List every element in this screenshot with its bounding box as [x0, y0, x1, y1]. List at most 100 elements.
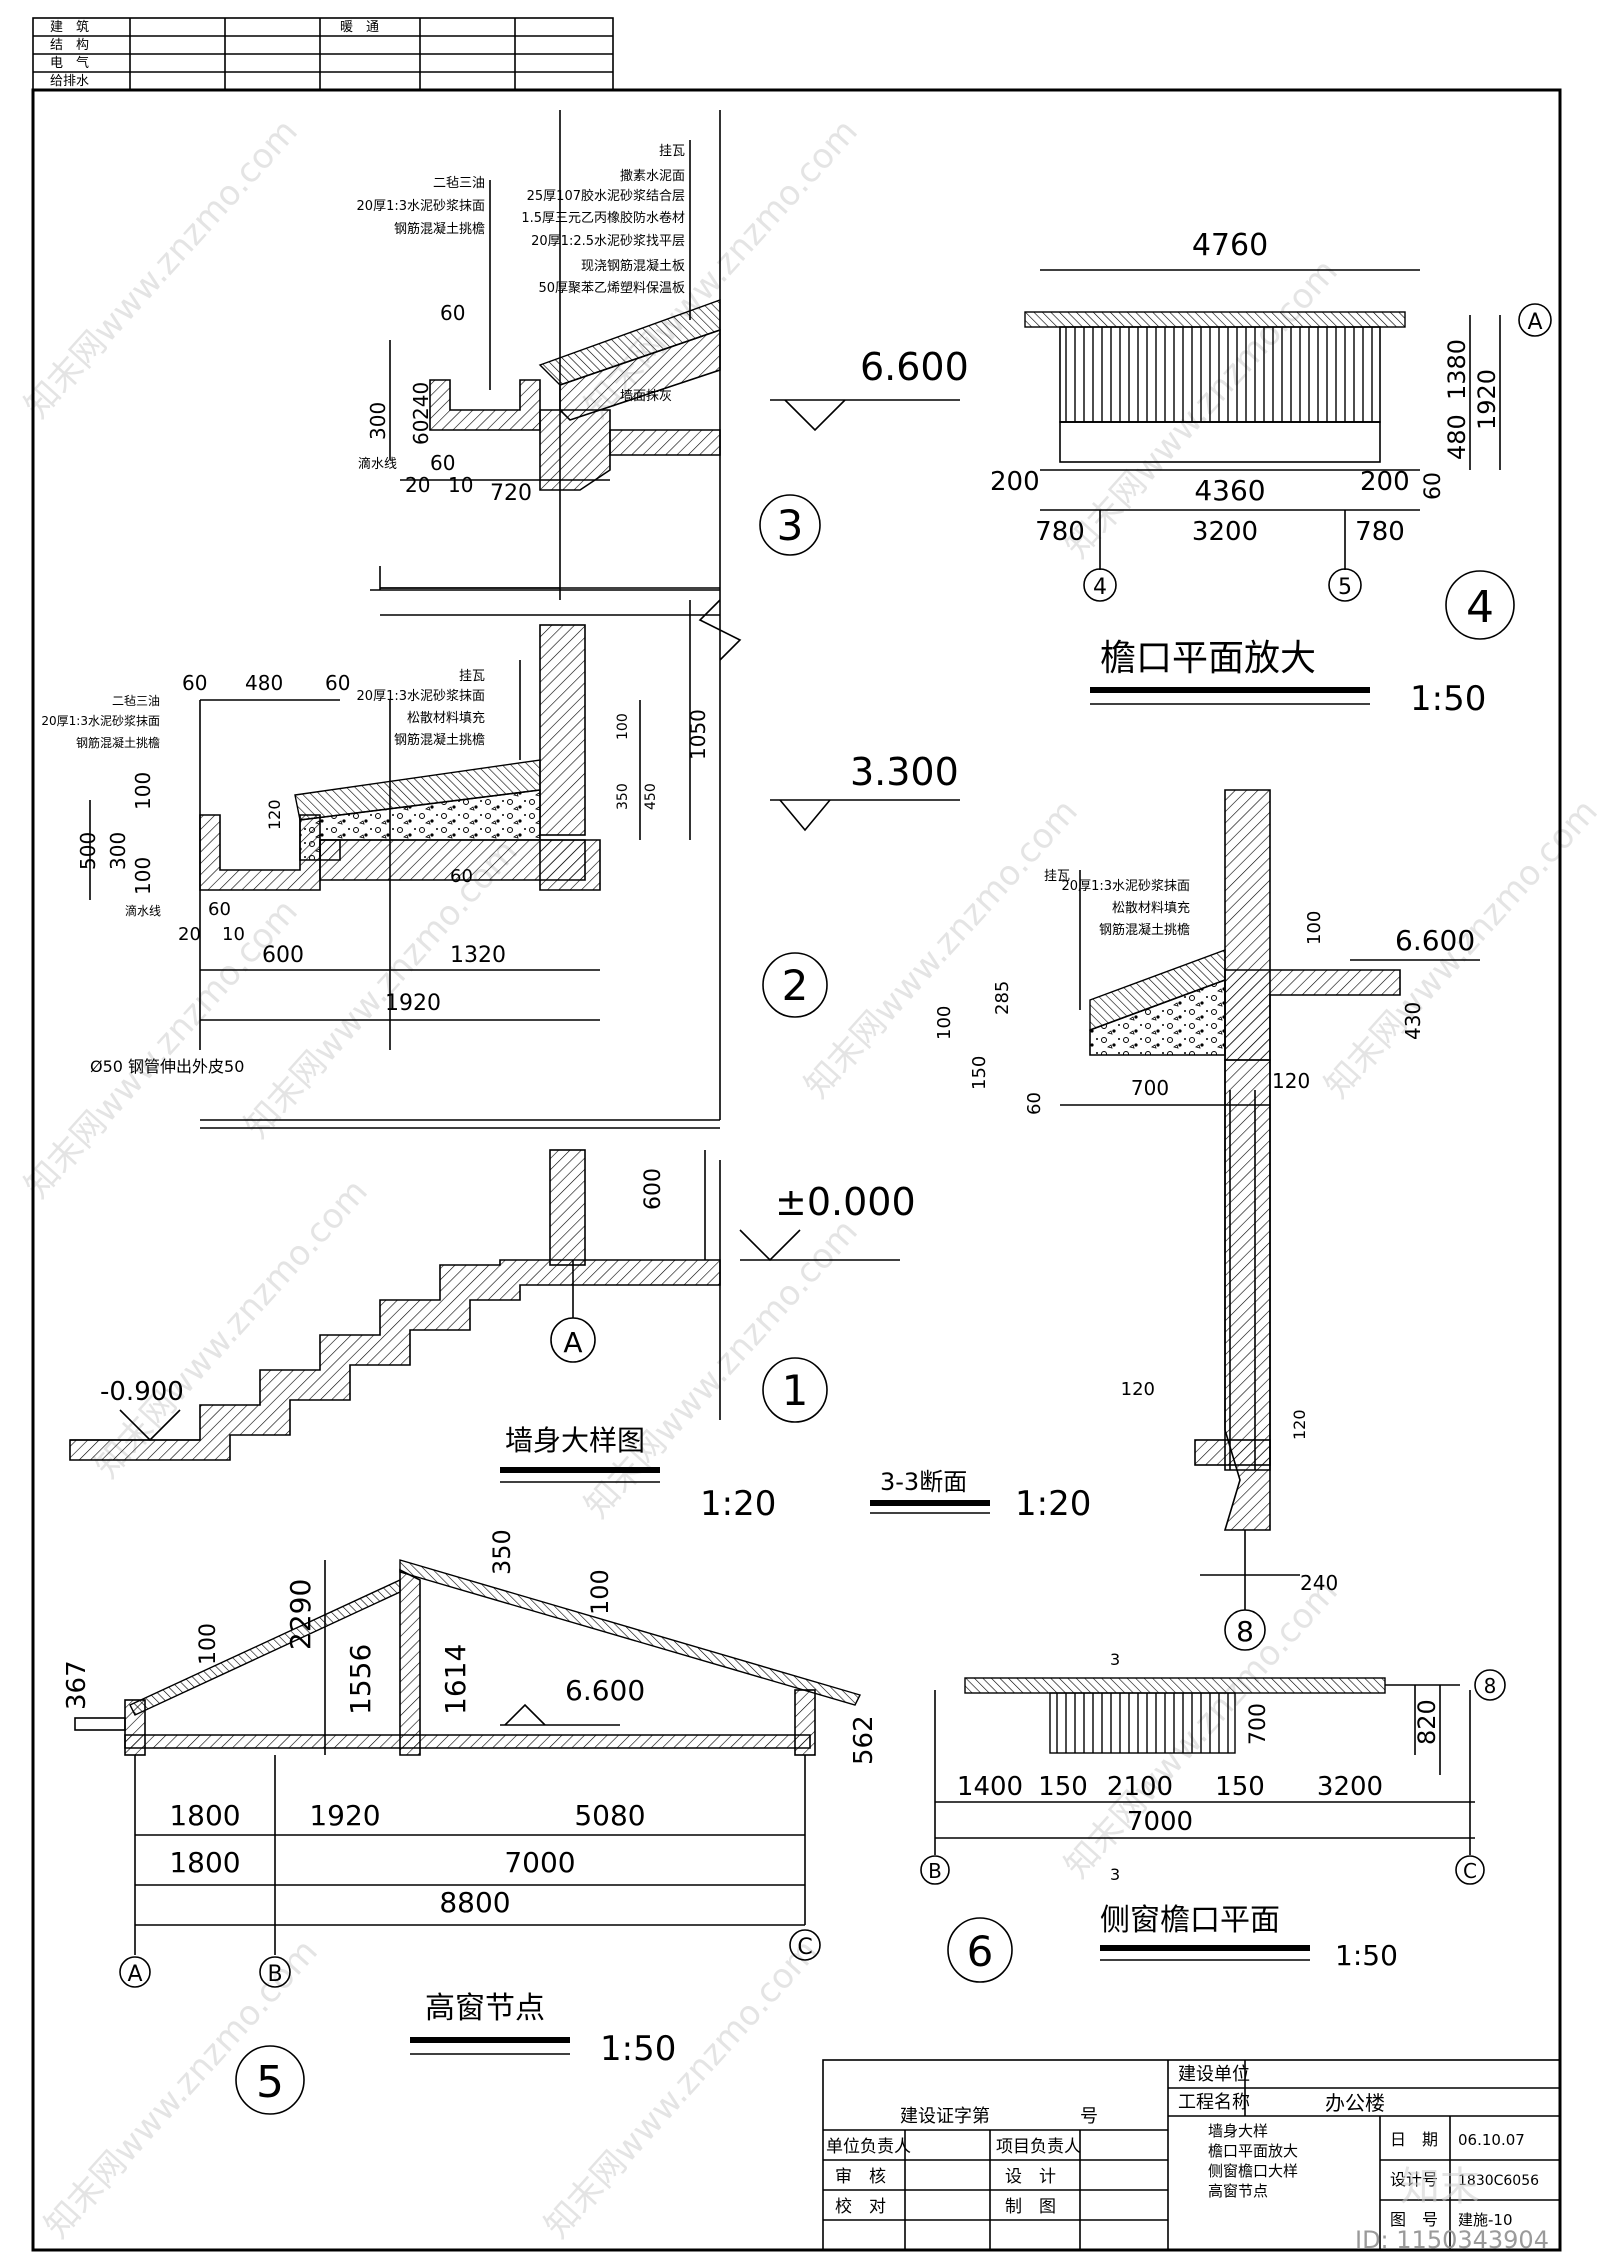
axis-bubble: [1328, 568, 1362, 602]
detail-2: 挂瓦 20厚1:3水泥砂浆抹面 松散材料填充 钢筋混凝土挑檐 二毡三油 20厚1…: [41, 600, 960, 1120]
dim-text: 20: [178, 924, 201, 945]
dim-text: 820: [1413, 1699, 1441, 1745]
axis-bubble: [259, 1956, 291, 1988]
dim-text: 1920: [385, 991, 441, 1016]
detail-number: 5: [256, 2057, 284, 2108]
layer-label: 20厚1:3水泥砂浆抹面: [357, 199, 485, 214]
watermark-layer: 知末网www.znzmo.com 知末网www.znzmo.com 知末网www…: [17, 112, 1600, 2246]
axis-bubble: [1083, 568, 1117, 602]
discipline-label: 给排水: [50, 74, 89, 89]
break-line: [200, 1119, 720, 1129]
dim-text: 100: [131, 772, 155, 810]
dim-text: 120: [1290, 1409, 1309, 1440]
axis-label: B: [928, 1859, 942, 1883]
dim-text: 1380: [1443, 339, 1471, 400]
discipline-label: 建 筑: [50, 19, 89, 35]
dim-text: 350: [488, 1529, 516, 1575]
dim-text: 780: [1355, 517, 1405, 547]
detail-number: 2: [782, 961, 809, 1010]
dim-text: 20: [405, 473, 430, 497]
dim-text: 100: [131, 857, 155, 895]
dim-text: 100: [1304, 911, 1325, 945]
dim-text: 120: [265, 799, 284, 830]
discipline-table: 建 筑 结 构 电 气 给排水 暖 通: [32, 17, 614, 91]
dim-text: 120: [1121, 1379, 1155, 1400]
layer-label: 50厚聚苯乙烯塑料保温板: [538, 281, 685, 296]
dim-text: 240: [1300, 1571, 1338, 1595]
axis-label: A: [127, 1962, 142, 1987]
title-label: 工程名称: [1178, 2092, 1250, 2113]
detail-3: 挂瓦 撒素水泥面 25厚107胶水泥砂浆结合层 1.5厚三元乙丙橡胶防水卷材 2…: [357, 110, 969, 600]
elevation-label: 6.600: [860, 345, 969, 389]
plan-4: 4760 4360 200 200 780 3200 780 4 5 1380 …: [990, 228, 1552, 719]
dim-text: 1800: [169, 1799, 240, 1832]
layer-label: 二毡三油: [433, 176, 485, 191]
axis-bubble: [1474, 1669, 1506, 1701]
dim-text: 300: [106, 832, 130, 870]
watermark-logo: 知末: [1400, 2164, 1480, 2210]
dim-text: 700: [1246, 1703, 1271, 1745]
drawing-title: 3-3断面: [880, 1468, 967, 1496]
title-label: 号: [1080, 2106, 1098, 2127]
dim-text: 500: [76, 832, 100, 870]
dim-text: 4360: [1194, 474, 1265, 507]
detail-circle: [759, 494, 821, 556]
dim-text: 100: [196, 1623, 221, 1665]
dim-text: 5080: [574, 1799, 645, 1832]
detail-number: 1: [782, 1366, 809, 1415]
dim-text: 150: [1215, 1772, 1265, 1802]
section-mark: 3: [1110, 1865, 1120, 1884]
layer-label: 挂瓦: [1044, 869, 1070, 884]
discipline-label: 结 构: [50, 38, 89, 53]
dim-text: 60: [440, 301, 465, 325]
title-label: 建设单位: [1178, 2064, 1250, 2085]
layer-label: 20厚1:2.5水泥砂浆找平层: [531, 234, 685, 249]
dim-text: 240: [409, 382, 433, 420]
axis-label: C: [797, 1935, 812, 1960]
layer-label: 松散材料填充: [1112, 900, 1190, 916]
dim-text: 60: [1024, 1092, 1045, 1115]
dim-text: 100: [586, 1569, 614, 1615]
drawing-scale: 1:50: [1335, 1939, 1398, 1972]
dim-text: 60: [182, 671, 207, 695]
title-label: 制 图: [1005, 2197, 1056, 2217]
title-block: 建设单位 工程名称 办公楼 建设证字第 号 单位负责人 项目负责人 审 核 设 …: [822, 2059, 1561, 2251]
note-wall: 墙面抹灰: [620, 389, 672, 404]
axis-label: A: [1527, 310, 1542, 335]
dim-text: 300: [366, 402, 390, 440]
elevation-label: 6.600: [1395, 924, 1475, 957]
elevation-label: ±0.000: [775, 1180, 916, 1224]
elevation-label: -0.900: [100, 1377, 184, 1407]
detail-circle: [235, 2045, 305, 2115]
content-item: 侧窗檐口大样: [1208, 2162, 1298, 2180]
axis-bubble: [1224, 1609, 1266, 1651]
content-item: 檐口平面放大: [1208, 2142, 1298, 2160]
dim-text: 562: [849, 1715, 879, 1765]
design-no-value: 1830C6056: [1458, 2173, 1539, 2189]
date-value: 06.10.07: [1458, 2131, 1525, 2149]
watermark-id: ID: 1150343904: [1355, 2226, 1549, 2254]
axis-label: C: [1463, 1859, 1477, 1883]
dim-text: 3200: [1317, 1772, 1383, 1802]
dim-text: 60: [450, 866, 473, 887]
drawing-scale: 1:20: [700, 1484, 776, 1524]
dim-text: 2290: [284, 1579, 317, 1650]
layer-label: 钢筋混凝土挑檐: [394, 221, 485, 237]
axis-label: 8: [1236, 1615, 1254, 1648]
layer-label: 挂瓦: [659, 144, 685, 159]
drawing-title: 檐口平面放大: [1100, 638, 1316, 679]
axis-bubble: [1455, 1855, 1485, 1885]
axis-bubble: [119, 1956, 151, 1988]
dim-text: 60: [208, 899, 231, 920]
detail-number: 6: [967, 1927, 994, 1976]
dim-text: 60: [430, 451, 455, 475]
drip-line-label: 滴水线: [125, 903, 161, 918]
dim-text: 100: [615, 713, 631, 740]
dim-text: 700: [1131, 1076, 1169, 1100]
dim-text: 8800: [439, 1886, 510, 1919]
dim-text: 60: [409, 420, 433, 445]
title-label: 图 号: [1390, 2210, 1438, 2229]
layer-label: 20厚1:3水泥砂浆抹面: [41, 713, 160, 728]
axis-label: 8: [1484, 1674, 1497, 1698]
dim-text: 1800: [169, 1846, 240, 1879]
